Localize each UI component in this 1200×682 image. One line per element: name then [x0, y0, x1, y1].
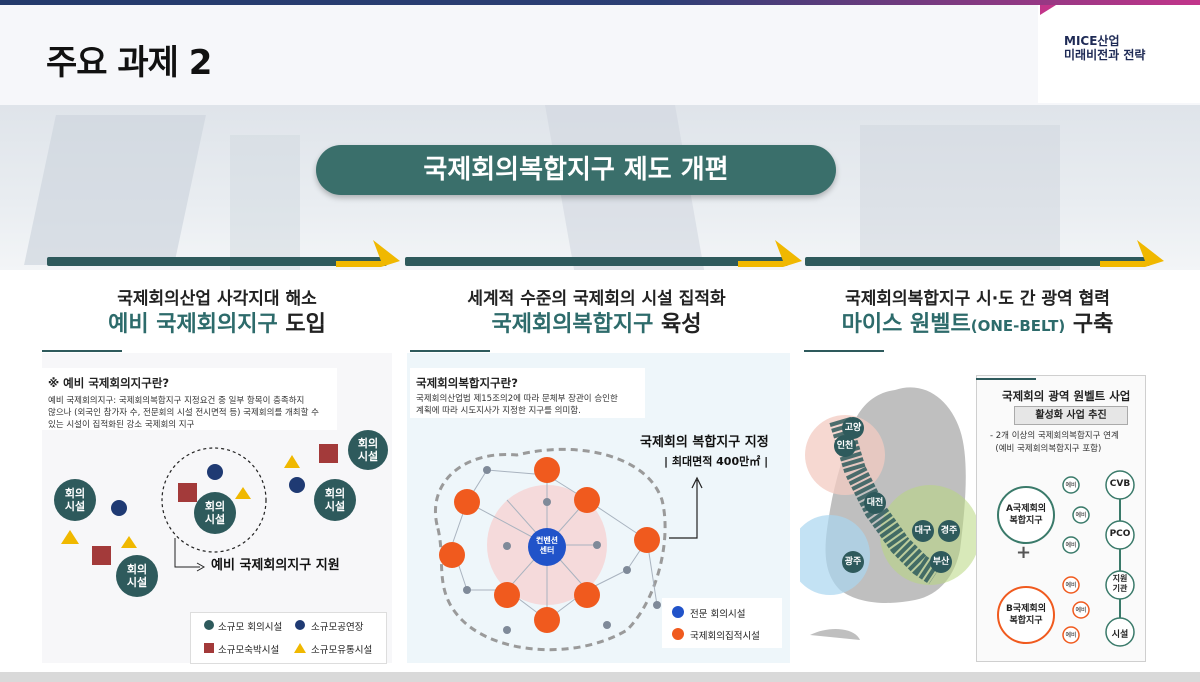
- column-1-subtitle: 국제회의산업 사각지대 해소: [117, 289, 317, 309]
- support-label: 예비 국제회의지구 지원: [211, 558, 340, 573]
- designation-title: 국제회의 복합지구 지정: [640, 435, 769, 450]
- map-city-gwangju: 광주: [842, 551, 864, 573]
- prelim-node-b3: 예비: [1065, 632, 1077, 639]
- column-3-title-small: (ONE-BELT): [970, 317, 1066, 335]
- panel-1-box-line-2: 않으나 (외국인 참가자 수, 전문회의 시설 전시면적 등) 국제회의를 개최…: [48, 408, 319, 418]
- panel-2-box-title: 국제회의복합지구란?: [416, 376, 518, 390]
- column-arrow-3: [1100, 240, 1164, 267]
- meeting-facility-circle-5: 회의 시설: [348, 430, 388, 470]
- one-belt-title: 국제회의 광역 원벨트 사업: [1002, 389, 1131, 403]
- brand-box: [1038, 5, 1200, 103]
- korea-map: [800, 387, 980, 640]
- column-1-title-rest: 도입: [277, 312, 326, 337]
- bottom-strip: [0, 672, 1200, 682]
- one-belt-line-1: - 2개 이상의 국제회의복합지구 연계: [990, 431, 1119, 441]
- panel-1-box-line-3: 있는 시설이 집적화된 강소 국제회의 지구: [48, 420, 195, 430]
- map-city-busan: 부산: [930, 551, 952, 573]
- map-city-daejeon: 대전: [864, 492, 886, 514]
- column-1-title: 예비 국제회의지구 도입: [47, 306, 387, 338]
- meeting-facility-circle-3: 회의 시설: [116, 555, 158, 597]
- column-3-title: 마이스 원벨트(ONE-BELT) 구축: [805, 306, 1150, 338]
- one-belt-line-2: (예비 국제회의복합지구 포함): [990, 444, 1102, 454]
- column-bar-3: [805, 257, 1150, 266]
- column-3-title-highlight: 마이스 원벨트: [841, 312, 971, 337]
- column-2-subtitle: 세계적 수준의 국제회의 시설 집적화: [467, 289, 726, 309]
- column-1-underline: [42, 350, 122, 352]
- prelim-node-b2: 예비: [1075, 607, 1087, 614]
- prelim-node-a2: 예비: [1075, 512, 1087, 519]
- prelim-node-a1: 예비: [1065, 482, 1077, 489]
- column-2-underline: [410, 350, 490, 352]
- panel-2-network: [434, 447, 703, 652]
- column-2-title: 국제회의복합지구 육성: [405, 306, 788, 338]
- panel-2-legend: [662, 598, 782, 648]
- panel-2-legend-marks: [672, 606, 684, 640]
- map-city-gyeongju: 경주: [938, 520, 960, 542]
- panel-1-box-title: ※ 예비 국제회의지구란?: [48, 376, 170, 390]
- legend-cluster-facility: 국제회의집적시설: [690, 631, 760, 642]
- panel-1-legend-marks: [204, 620, 306, 653]
- column-3-title-rest: 구축: [1065, 312, 1114, 337]
- map-city-daegu: 대구: [912, 520, 934, 542]
- panel-2-box-line-1: 국제회의산업법 제15조의2에 따라 문체부 장관이 승인한: [416, 394, 618, 404]
- brand-accent: [1040, 5, 1056, 15]
- meeting-facility-circle-4: 회의 시설: [314, 479, 356, 521]
- meeting-facility-circle-2: 회의 시설: [194, 492, 236, 534]
- column-3-underline: [804, 350, 884, 352]
- group-a-label: A국제회의 복합지구: [1005, 504, 1047, 526]
- panel-1-illustration: [61, 444, 338, 572]
- column-1-title-highlight: 예비 국제회의지구: [108, 312, 278, 337]
- page-title: 주요 과제 2: [46, 43, 212, 83]
- header: [0, 5, 1200, 105]
- legend-small-meeting: 소규모 회의시설: [218, 622, 283, 633]
- column-arrow-2: [738, 240, 802, 267]
- legend-professional-meeting: 전문 회의시설: [690, 609, 746, 620]
- prelim-node-a3: 예비: [1065, 542, 1077, 549]
- map-city-incheon: 인천: [834, 435, 856, 457]
- legend-small-lodging: 소규모숙박시설: [218, 645, 280, 656]
- brand-line-2: 미래비전과 전략: [1064, 48, 1146, 62]
- prelim-node-b1: 예비: [1065, 582, 1077, 589]
- partner-cvb: CVB: [1109, 479, 1131, 489]
- partner-pco: PCO: [1109, 529, 1131, 539]
- column-bar-2: [405, 257, 788, 266]
- column-2-title-rest: 육성: [653, 312, 702, 337]
- top-accent-bar: [0, 0, 1200, 5]
- partner-support-agency: 지원 기관: [1112, 574, 1128, 593]
- brand-line-1: MICE산업: [1064, 34, 1120, 48]
- column-arrow-1: [336, 240, 400, 267]
- partner-facility: 시설: [1111, 630, 1129, 640]
- panel-2-box-line-2: 계획에 따라 시도지사가 지정한 지구를 의미함.: [416, 406, 581, 416]
- panel-2-definition-box: [410, 368, 645, 418]
- one-belt-diagram: [997, 470, 1135, 647]
- main-title-pill: 국제회의복합지구 제도 개편: [316, 145, 836, 195]
- column-2-title-highlight: 국제회의복합지구: [491, 312, 654, 337]
- designation-subtitle: | 최대면적 400만㎡ |: [664, 455, 769, 468]
- meeting-facility-circle-1: 회의 시설: [54, 479, 96, 521]
- legend-small-performance: 소규모공연장: [311, 622, 364, 633]
- one-belt-underline: [976, 378, 1036, 380]
- map-city-goyang: 고양: [842, 417, 864, 439]
- column-3-subtitle: 국제회의복합지구 시·도 간 광역 협력: [845, 289, 1110, 309]
- group-b-label: B국제회의 복합지구: [1006, 604, 1046, 626]
- column-bar-1: [47, 257, 387, 266]
- hero-background: [0, 105, 1200, 270]
- panel-1-legend: [190, 612, 387, 664]
- panel-1-box-line-1: 예비 국제회의지구: 국제회의복합지구 지정요건 중 일부 항목이 충족하지: [48, 396, 305, 406]
- plus-sign: +: [1016, 542, 1032, 563]
- legend-small-retail: 소규모유통시설: [311, 645, 373, 656]
- panel-1-definition-box: [42, 368, 337, 430]
- activation-badge: 활성화 사업 추진: [1014, 406, 1128, 425]
- convention-center-label: 컨벤션 센터: [535, 536, 559, 555]
